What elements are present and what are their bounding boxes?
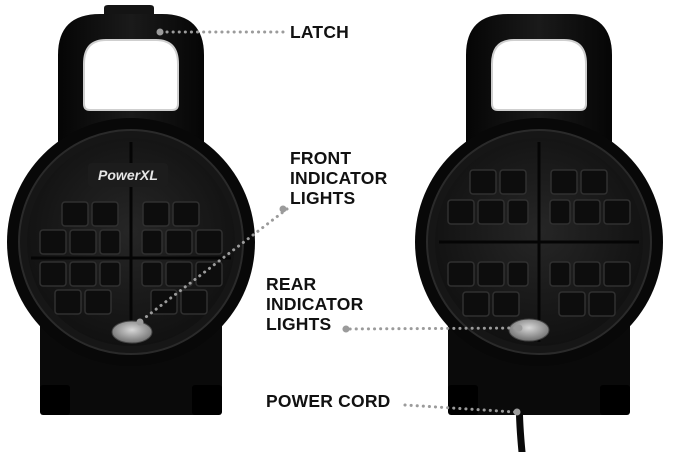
front-waffle-maker: PowerXL bbox=[7, 5, 255, 415]
power-cord bbox=[515, 384, 526, 452]
leader-lines bbox=[140, 30, 520, 414]
label-rear-indicator-lights: REAR INDICATOR LIGHTS bbox=[266, 274, 364, 334]
brand-badge bbox=[88, 163, 168, 187]
label-power-cord: POWER CORD bbox=[266, 391, 391, 411]
label-latch: LATCH bbox=[290, 22, 349, 42]
front-foot-left bbox=[40, 385, 70, 415]
rear-waffle-grid bbox=[447, 169, 631, 317]
front-waffle-grid bbox=[39, 201, 223, 315]
front-indicator-light bbox=[111, 320, 153, 344]
front-foot-right bbox=[192, 385, 222, 415]
latch bbox=[104, 5, 154, 14]
rear-foot-right bbox=[600, 385, 630, 415]
leader-power-cord bbox=[403, 403, 517, 414]
leader-front-indicator bbox=[140, 207, 289, 322]
rear-indicator-light bbox=[508, 318, 550, 342]
front-handle-opening bbox=[83, 39, 179, 111]
rear-handle-opening bbox=[491, 39, 587, 111]
label-front-indicator-lights: FRONT INDICATOR LIGHTS bbox=[290, 148, 388, 208]
leader-rear-indicator bbox=[342, 326, 520, 331]
leader-endpoints bbox=[136, 28, 523, 416]
rear-foot-left bbox=[448, 385, 478, 415]
brand-logo: PowerXL bbox=[98, 167, 158, 183]
rear-waffle-maker bbox=[415, 14, 663, 452]
